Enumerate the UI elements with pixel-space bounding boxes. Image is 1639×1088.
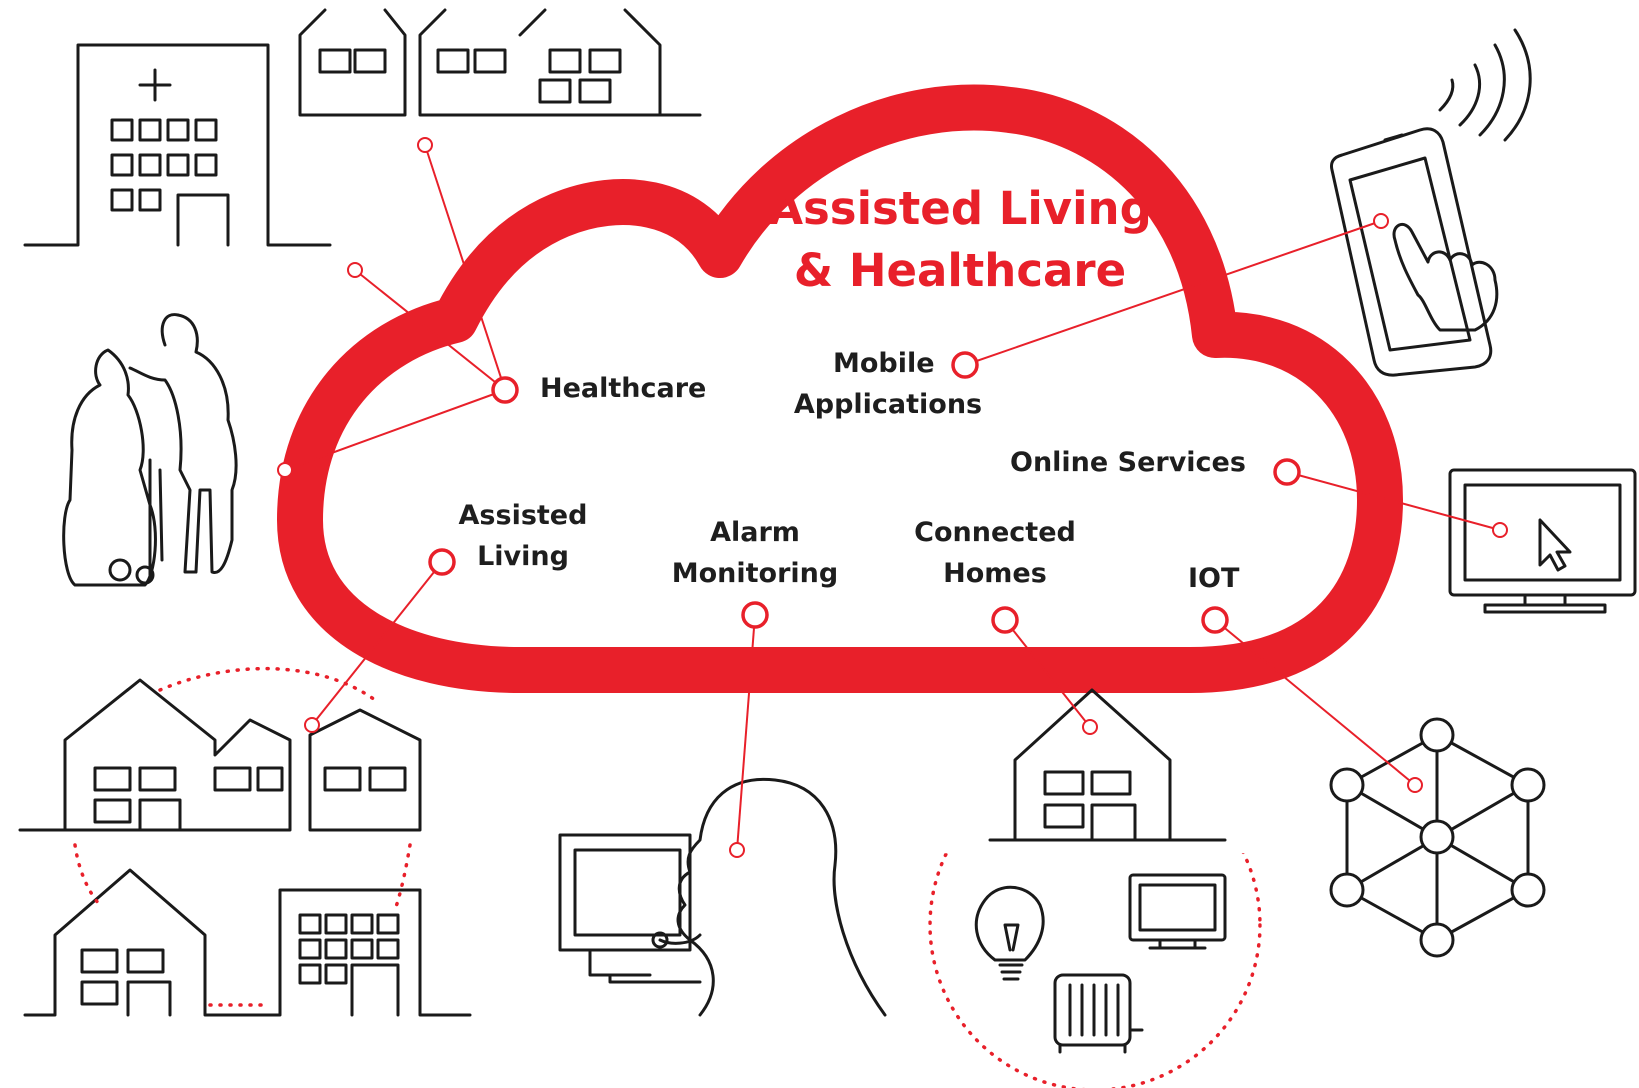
diagram-title: Assisted Living & Healthcare: [760, 178, 1160, 302]
connector-endpoints: [277, 137, 1508, 858]
assisted-node: [428, 548, 456, 576]
connected-line-2: Homes: [943, 558, 1047, 589]
alarm-node: [741, 601, 769, 629]
online-label: Online Services: [1010, 442, 1246, 483]
title-line-2: & Healthcare: [793, 244, 1127, 297]
tv-icon: [1128, 873, 1227, 950]
bulb-icon: [974, 885, 1045, 981]
operator-headset-icon: [558, 777, 887, 1017]
community-houses-icon: [18, 678, 472, 1017]
iot-text: IOT: [1188, 563, 1240, 594]
connected-node: [991, 606, 1019, 634]
mobile-line-1: Mobile: [833, 348, 935, 379]
mobile-label: Mobile Applications: [788, 343, 988, 425]
healthcare-node: [491, 376, 519, 404]
online-text: Online Services: [1010, 447, 1246, 478]
carer-wheelchair-icon: [62, 313, 238, 587]
community-dotted-ring: [73, 666, 412, 1007]
hospital-icon: [23, 43, 332, 247]
smartphone-touch-icon: [1330, 127, 1499, 377]
terraced-houses-icon: [298, 8, 702, 117]
smart-home-icon: [988, 688, 1227, 842]
alarm-label: Alarm Monitoring: [665, 512, 845, 594]
iot-node: [1201, 606, 1229, 634]
smart-home-dotted-ring: [930, 760, 1260, 1088]
healthcare-label: Healthcare: [540, 368, 706, 409]
connected-label: Connected Homes: [900, 512, 1090, 594]
healthcare-text: Healthcare: [540, 373, 707, 404]
radiator-icon: [1053, 973, 1144, 1054]
iot-label: IOT: [1188, 558, 1239, 599]
cloud-shape: [277, 84, 1403, 693]
wifi-signal-icon: [1438, 28, 1532, 142]
assisted-line-2: Living: [477, 541, 569, 572]
assisted-line-1: Assisted: [458, 500, 588, 531]
connector-lines: [284, 144, 1501, 851]
alarm-line-1: Alarm: [710, 517, 800, 548]
alarm-line-2: Monitoring: [671, 558, 839, 589]
online-node: [1273, 458, 1301, 486]
assisted-label: Assisted Living: [448, 495, 598, 577]
title-line-1: Assisted Living: [768, 182, 1152, 235]
connected-line-1: Connected: [914, 517, 1076, 548]
monitor-cursor-icon: [1448, 468, 1637, 614]
network-icon: [1329, 717, 1546, 958]
mobile-node: [951, 351, 979, 379]
mobile-line-2: Applications: [793, 389, 983, 420]
